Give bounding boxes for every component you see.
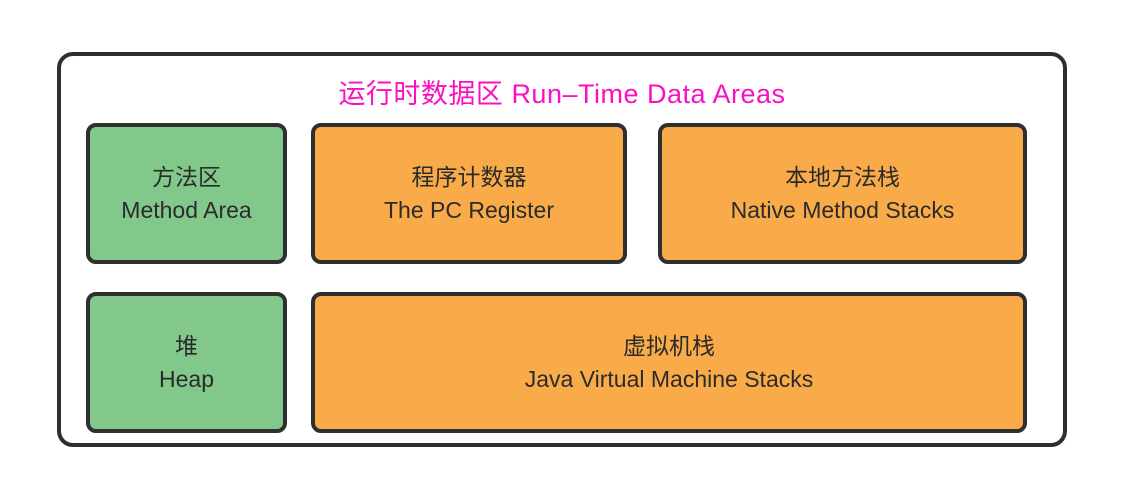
- heap-label-en: Heap: [159, 365, 214, 392]
- diagram-title: 运行时数据区 Run–Time Data Areas: [338, 79, 786, 109]
- pc-register-label-en: The PC Register: [383, 196, 554, 223]
- native-method-stacks-label-zh: 本地方法栈: [785, 163, 900, 190]
- box-method-area: 方法区 Method Area: [86, 123, 287, 264]
- box-pc-register: 程序计数器 The PC Register: [311, 123, 627, 264]
- jvm-stacks-label-zh: 虚拟机栈: [623, 332, 715, 359]
- runtime-data-areas-container: 运行时数据区 Run–Time Data Areas 方法区 Method Ar…: [57, 52, 1067, 447]
- native-method-stacks-label-en: Native Method Stacks: [730, 196, 955, 223]
- box-heap: 堆 Heap: [86, 292, 287, 433]
- pc-register-label-zh: 程序计数器: [411, 163, 527, 190]
- method-area-label-en: Method Area: [121, 196, 252, 223]
- box-native-method-stacks: 本地方法栈 Native Method Stacks: [658, 123, 1027, 264]
- jvm-stacks-label-en: Java Virtual Machine Stacks: [524, 365, 814, 392]
- method-area-label-zh: 方法区: [152, 163, 221, 190]
- heap-label-zh: 堆: [175, 332, 198, 359]
- box-jvm-stacks: 虚拟机栈 Java Virtual Machine Stacks: [311, 292, 1027, 433]
